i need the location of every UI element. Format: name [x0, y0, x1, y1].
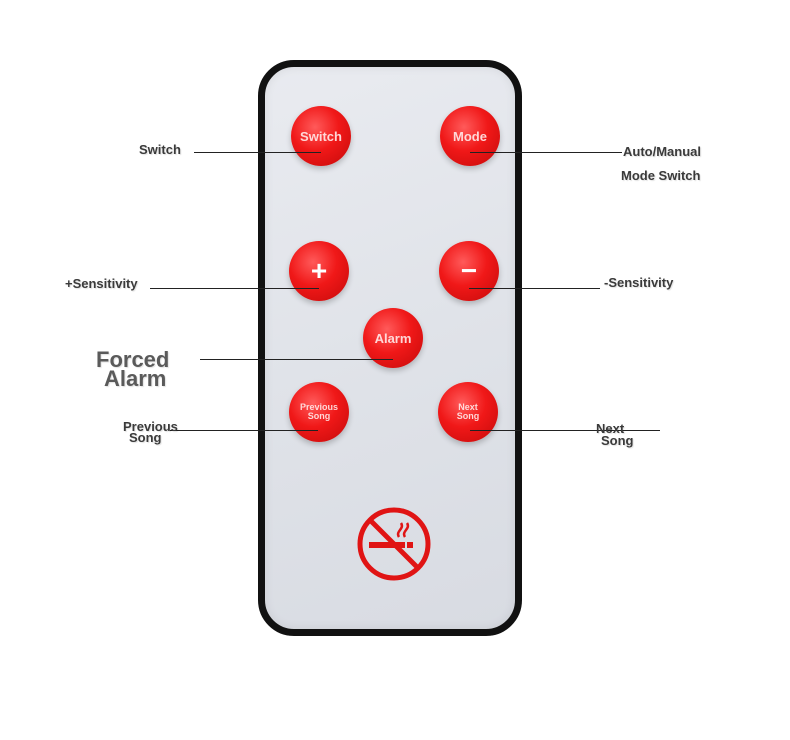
no-smoking-icon [357, 507, 431, 581]
switch-button[interactable]: Switch [291, 106, 351, 166]
alarm-button[interactable]: Alarm [363, 308, 423, 368]
mode-button[interactable]: Mode [440, 106, 500, 166]
minus-sensitivity-caption: -Sensitivity [604, 275, 674, 290]
plus-sensitivity-caption: +Sensitivity [65, 276, 138, 291]
alarm-caption: Alarm [104, 366, 167, 391]
switch-leader-line [194, 152, 321, 153]
mode-switch-caption: Mode Switch [621, 168, 701, 183]
plus-icon: + [310, 255, 328, 286]
next-caption: Next [596, 421, 625, 436]
plus-sensitivity-button[interactable]: + [289, 241, 349, 301]
mode-leader-line [470, 152, 622, 153]
mode-button-label: Mode [453, 128, 487, 144]
previous-song-caption: Song [129, 430, 162, 445]
previous-song-leader-line [170, 430, 318, 431]
forced-alarm-leader-line [200, 359, 393, 360]
next-song-leader-line [470, 430, 660, 431]
minus-icon: − [460, 255, 478, 286]
alarm-button-label: Alarm [374, 330, 412, 346]
previous-song-label-line2: Song [307, 411, 331, 421]
switch-button-label: Switch [300, 128, 342, 144]
switch-caption: Switch [139, 142, 181, 157]
next-song-button[interactable]: Next Song [438, 382, 498, 442]
forced-caption: Forced [96, 347, 170, 372]
next-song-caption: Song [601, 433, 634, 448]
next-song-label-line1: Next [458, 401, 478, 412]
plus-sensitivity-leader-line [150, 288, 319, 289]
auto-manual-caption: Auto/Manual [623, 144, 701, 159]
minus-sensitivity-button[interactable]: − [439, 241, 499, 301]
minus-sensitivity-leader-line [469, 288, 600, 289]
previous-song-label-line1: Previous [299, 401, 339, 412]
previous-song-button[interactable]: Previous Song [289, 382, 349, 442]
next-song-label-line2: Song [456, 411, 480, 421]
previous-caption: Previous [123, 419, 178, 434]
